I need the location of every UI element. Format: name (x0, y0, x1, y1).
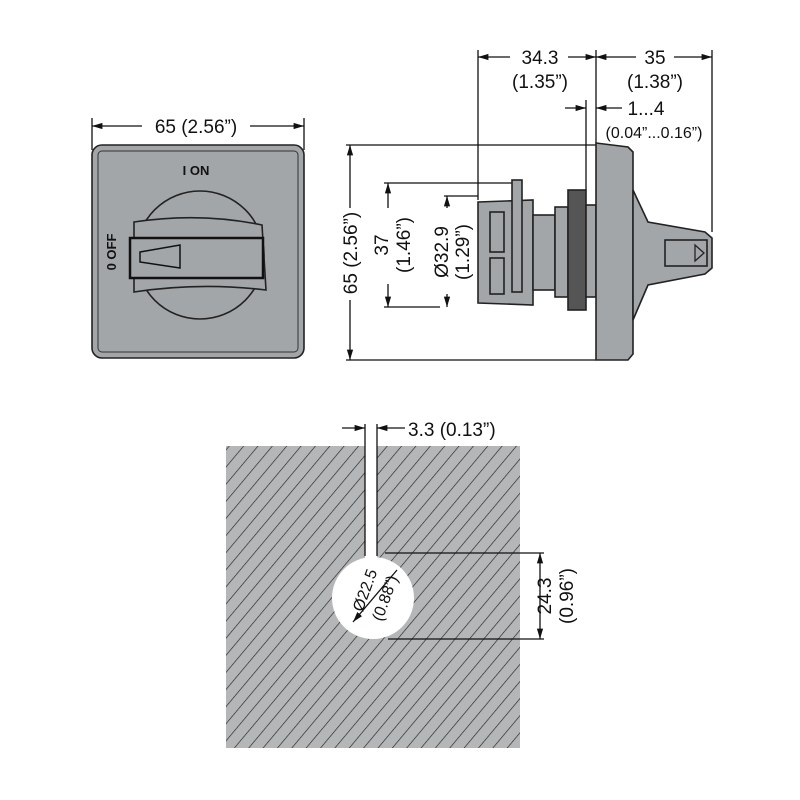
label-mask (370, 208, 414, 284)
side-view: 34.3 (1.35”) 35 (1.38”) 1...4 (0.04”...0… (338, 48, 713, 361)
on-label: I ON (183, 163, 210, 178)
front-plate-inner (97, 150, 299, 353)
contact-block (477, 199, 534, 306)
block-window (489, 211, 505, 253)
shaft-sleeve (532, 214, 556, 291)
cutout-height-value: 24.3 (535, 578, 556, 615)
locking-nut (567, 189, 587, 311)
body-height-value: 37 (372, 234, 393, 255)
ring (554, 206, 569, 298)
panel-thickness-value: 1...4 (628, 99, 665, 120)
block-window (489, 257, 505, 295)
body-diameter-inch: (1.29”) (453, 224, 474, 280)
handle-slot (128, 236, 265, 280)
front-plate-side (595, 142, 634, 361)
pointer-icon (139, 244, 181, 269)
panel-thickness-inch: (0.04”...0.16”) (606, 125, 703, 142)
label-mask (430, 208, 470, 294)
front-depth-value: 35 (644, 48, 665, 69)
off-label: 0 OFF (104, 234, 119, 271)
diameter-leader (352, 569, 398, 623)
slot (365, 446, 377, 561)
label-mask (338, 208, 362, 300)
panel-cutout: 3.3 (0.13”) 24.3 (0.96”) Ø22.5 (0.88”) (226, 420, 578, 748)
gasket (585, 204, 597, 298)
mounting-clip (511, 179, 523, 293)
slot-width-label: 3.3 (0.13”) (408, 420, 496, 441)
body-diameter-value: Ø32.9 (432, 226, 453, 278)
front-view: 65 (2.56”) I ON 0 OFF (91, 117, 305, 359)
front-width-label: 65 (2.56”) (155, 117, 237, 138)
body-height-inch: (1.46”) (394, 217, 415, 273)
rear-depth-inch: (1.35”) (512, 72, 568, 93)
side-height-label: 65 (2.56”) (341, 212, 362, 294)
arrow-icon (694, 243, 705, 263)
rear-depth-value: 34.3 (522, 48, 559, 69)
cutout-height-inch: (0.96”) (557, 568, 578, 624)
handle-tip (664, 239, 708, 267)
front-depth-inch: (1.38”) (627, 72, 683, 93)
